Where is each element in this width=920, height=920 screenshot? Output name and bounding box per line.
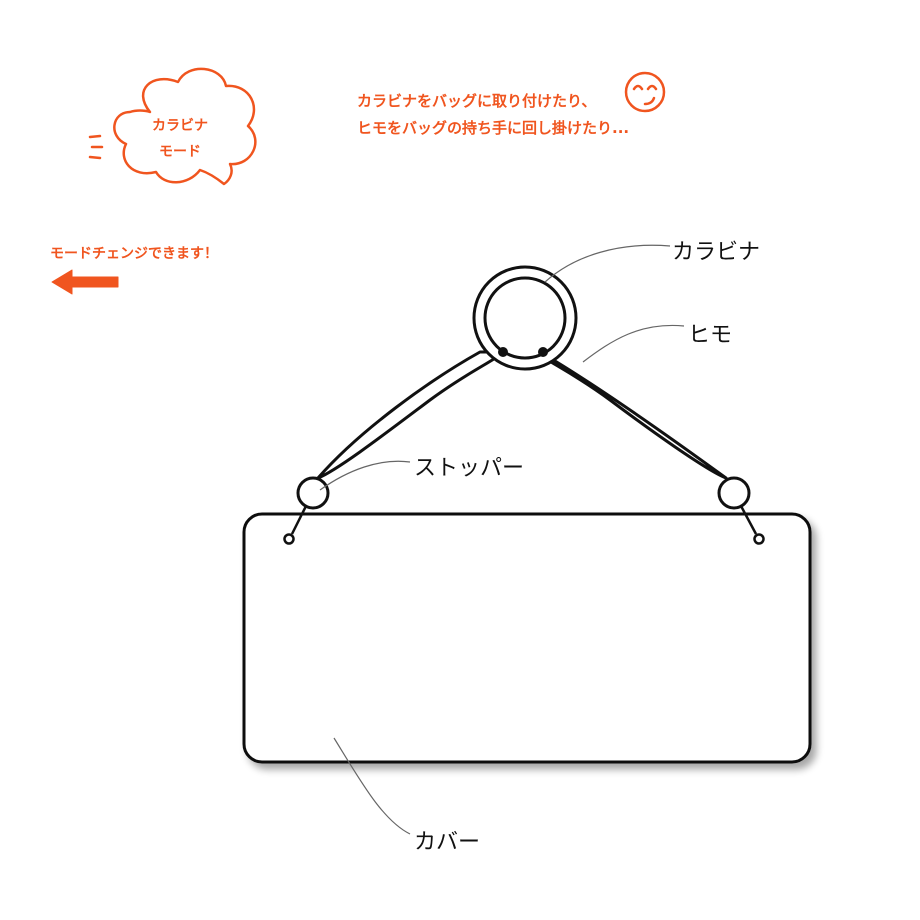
leader-cover (333, 737, 411, 835)
leader-stopper (319, 460, 411, 491)
stopper-right (717, 476, 765, 545)
stopper-left (283, 476, 330, 545)
strap-knot-right (538, 347, 548, 357)
strap-left (316, 350, 506, 480)
leader-strap (582, 324, 685, 363)
leader-lines (319, 244, 685, 835)
smiley-face-icon (624, 71, 666, 113)
left-arrow-icon (51, 269, 119, 295)
usage-note-line-1: カラビナをバッグに取り付けたり、 (357, 92, 597, 110)
speed-lines-icon (88, 134, 104, 160)
bubble-text: カラビナ モード (132, 113, 228, 165)
speech-bubble-cloud (113, 67, 257, 186)
label-cover: カバー (414, 830, 481, 855)
label-stopper: ストッパー (414, 456, 525, 481)
label-strap: ヒモ (688, 323, 733, 348)
bubble-line-1: カラビナ (152, 118, 208, 134)
carabiner-ring (472, 265, 578, 371)
usage-note: カラビナをバッグに取り付けたり、 ヒモをバッグの持ち手に回し掛けたり... (357, 88, 629, 142)
bubble-line-2: モード (159, 144, 201, 160)
strap-right (534, 350, 728, 480)
usage-note-line-2: ヒモをバッグの持ち手に回し掛けたり... (357, 119, 630, 137)
mode-change-text: モードチェンジできます！ (50, 246, 218, 262)
label-carabiner: カラビナ (672, 240, 761, 265)
leader-carabiner (544, 244, 671, 283)
cover-plate (242, 512, 812, 764)
strap-knot-left (498, 347, 508, 357)
